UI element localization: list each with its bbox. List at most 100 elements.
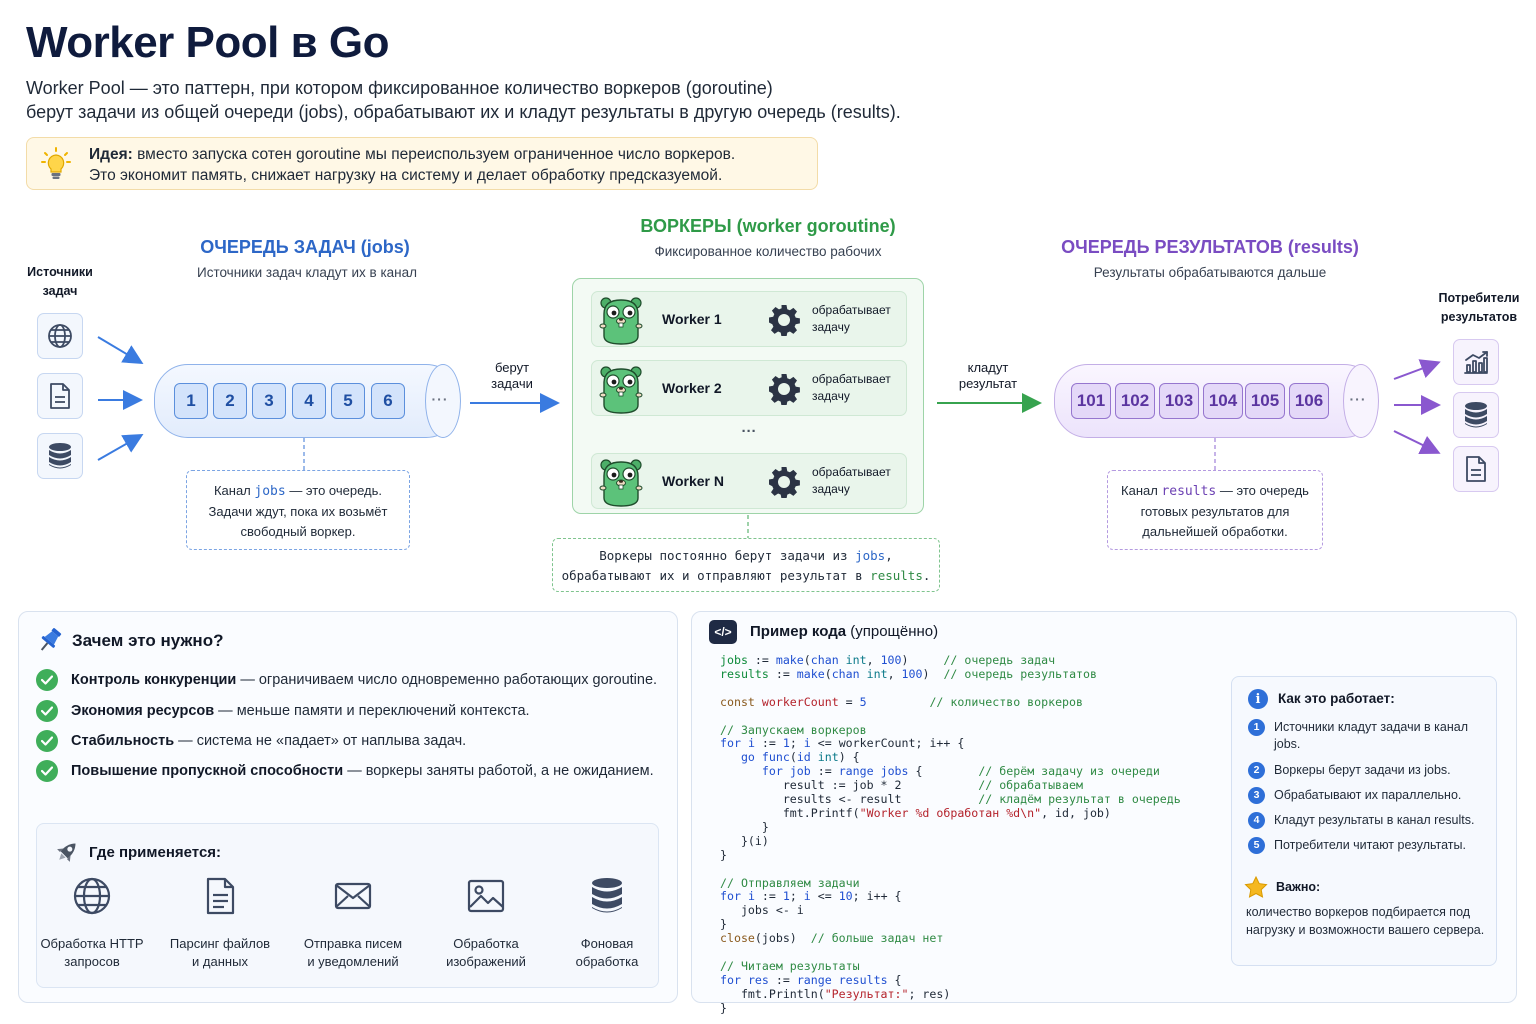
arrow-consumer-3 [1393,430,1441,454]
job-item: 4 [292,383,326,419]
job-item: 6 [371,383,405,419]
globe-icon [73,877,111,915]
results-channel: 101 102 103 104 105 106 ··· [1054,363,1379,438]
result-item: 106 [1289,383,1329,419]
code-results: results [870,568,923,583]
code-title: Пример кода (упрощённо) [750,623,939,640]
result-item: 104 [1203,383,1243,419]
database-icon [49,443,71,469]
image-icon [467,879,505,913]
code-jobs: jobs [855,548,886,563]
job-item: 5 [331,383,365,419]
results-queue-subtitle: Результаты обрабатываются дальше [1093,265,1327,280]
idea-text: Идея: вместо запуска сотен goroutine мы … [89,144,735,186]
consumer-arrows [1393,359,1441,454]
check-icon [36,760,58,782]
worker-name: Worker 1 [662,311,722,327]
check-icon [36,730,58,752]
how-title: Как это работает: [1278,691,1395,706]
chart-icon [1464,351,1488,374]
idea-line-1: вместо запуска сотен goroutine мы переис… [132,146,736,163]
idea-line-2: Это экономит память, снижает нагрузку на… [89,167,723,184]
why-item: Повышение пропускной способности — ворке… [36,760,654,782]
result-item: 102 [1115,383,1155,419]
where-title: Где применяется: [89,844,222,861]
source-arrows [97,336,560,461]
intro-line-1: Worker Pool — это паттерн, при котором ф… [26,78,773,98]
job-item: 3 [252,383,286,419]
pushpin-icon [40,628,62,651]
why-item: Контроль конкуренции — ограничиваем числ… [36,669,657,691]
results-channel-cap [1342,363,1379,438]
source-tile-db [37,433,83,479]
jobs-note: Канал jobs — это очередь. Задачи ждут, п… [186,470,410,550]
why-item: Стабильность — система не «падает» от на… [36,730,466,752]
rocket-icon [57,843,76,862]
results-note: Канал results — это очередь готовых резу… [1107,470,1323,550]
globe-icon [48,324,72,348]
mail-icon [334,882,372,910]
important-text: количество воркеров подбирается под нагр… [1246,905,1485,937]
code-icon: </> [709,620,737,644]
arrow-consumer-1 [1393,359,1441,380]
jobs-channel: 1 2 3 4 5 6 ··· [154,363,461,438]
code-jobs: jobs [254,484,286,499]
workers-ellipsis: ··· [741,423,757,440]
gopher-icon [599,366,643,414]
idea-label: Идея: [89,146,133,163]
check-icon [36,669,58,691]
results-more: ··· [1349,391,1367,407]
why-item: Экономия ресурсов — меньше памяти и пере… [36,700,530,722]
arrow-source-3 [97,434,144,461]
worker-name: Worker 2 [662,380,722,396]
jobs-queue-subtitle: Источники задач кладут их в канал [196,265,417,280]
source-tile-file [37,373,83,419]
sources-label: Источники задач [27,265,93,298]
consumers-label: Потребители результатов [1438,291,1520,324]
code-sample: jobs := make(chan int, 100) // очередь з… [720,653,1181,1015]
result-item: 105 [1245,383,1285,419]
document-icon [50,383,70,409]
info-icon: i [1248,689,1268,709]
job-item: 1 [174,383,208,419]
gear-icon [769,467,800,498]
why-title: Зачем это нужно? [72,631,224,650]
lightbulb-icon [41,147,71,179]
page-title: Worker Pool в Go [26,18,389,67]
important-title: Важно: [1276,880,1321,894]
arrow-source-1 [97,336,144,365]
document-icon [206,877,235,915]
result-item: 101 [1071,383,1111,419]
code-results: results [1161,484,1217,499]
source-tile-web [37,313,83,359]
consumer-tile-db [1453,392,1499,438]
intro-line-2: берут задачи из общей очереди (jobs), об… [26,102,901,122]
document-icon [1466,456,1486,482]
consumer-tile-file [1453,446,1499,492]
star-icon [1244,876,1268,898]
worker-name: Worker N [662,473,724,489]
gear-icon [769,305,800,336]
database-icon [592,878,622,913]
job-item: 2 [213,383,247,419]
jobs-channel-cap [424,363,461,438]
gopher-icon [599,297,643,345]
intro-text: Worker Pool — это паттерн, при котором ф… [26,76,1026,124]
result-item: 103 [1159,383,1199,419]
database-icon [1465,402,1487,428]
